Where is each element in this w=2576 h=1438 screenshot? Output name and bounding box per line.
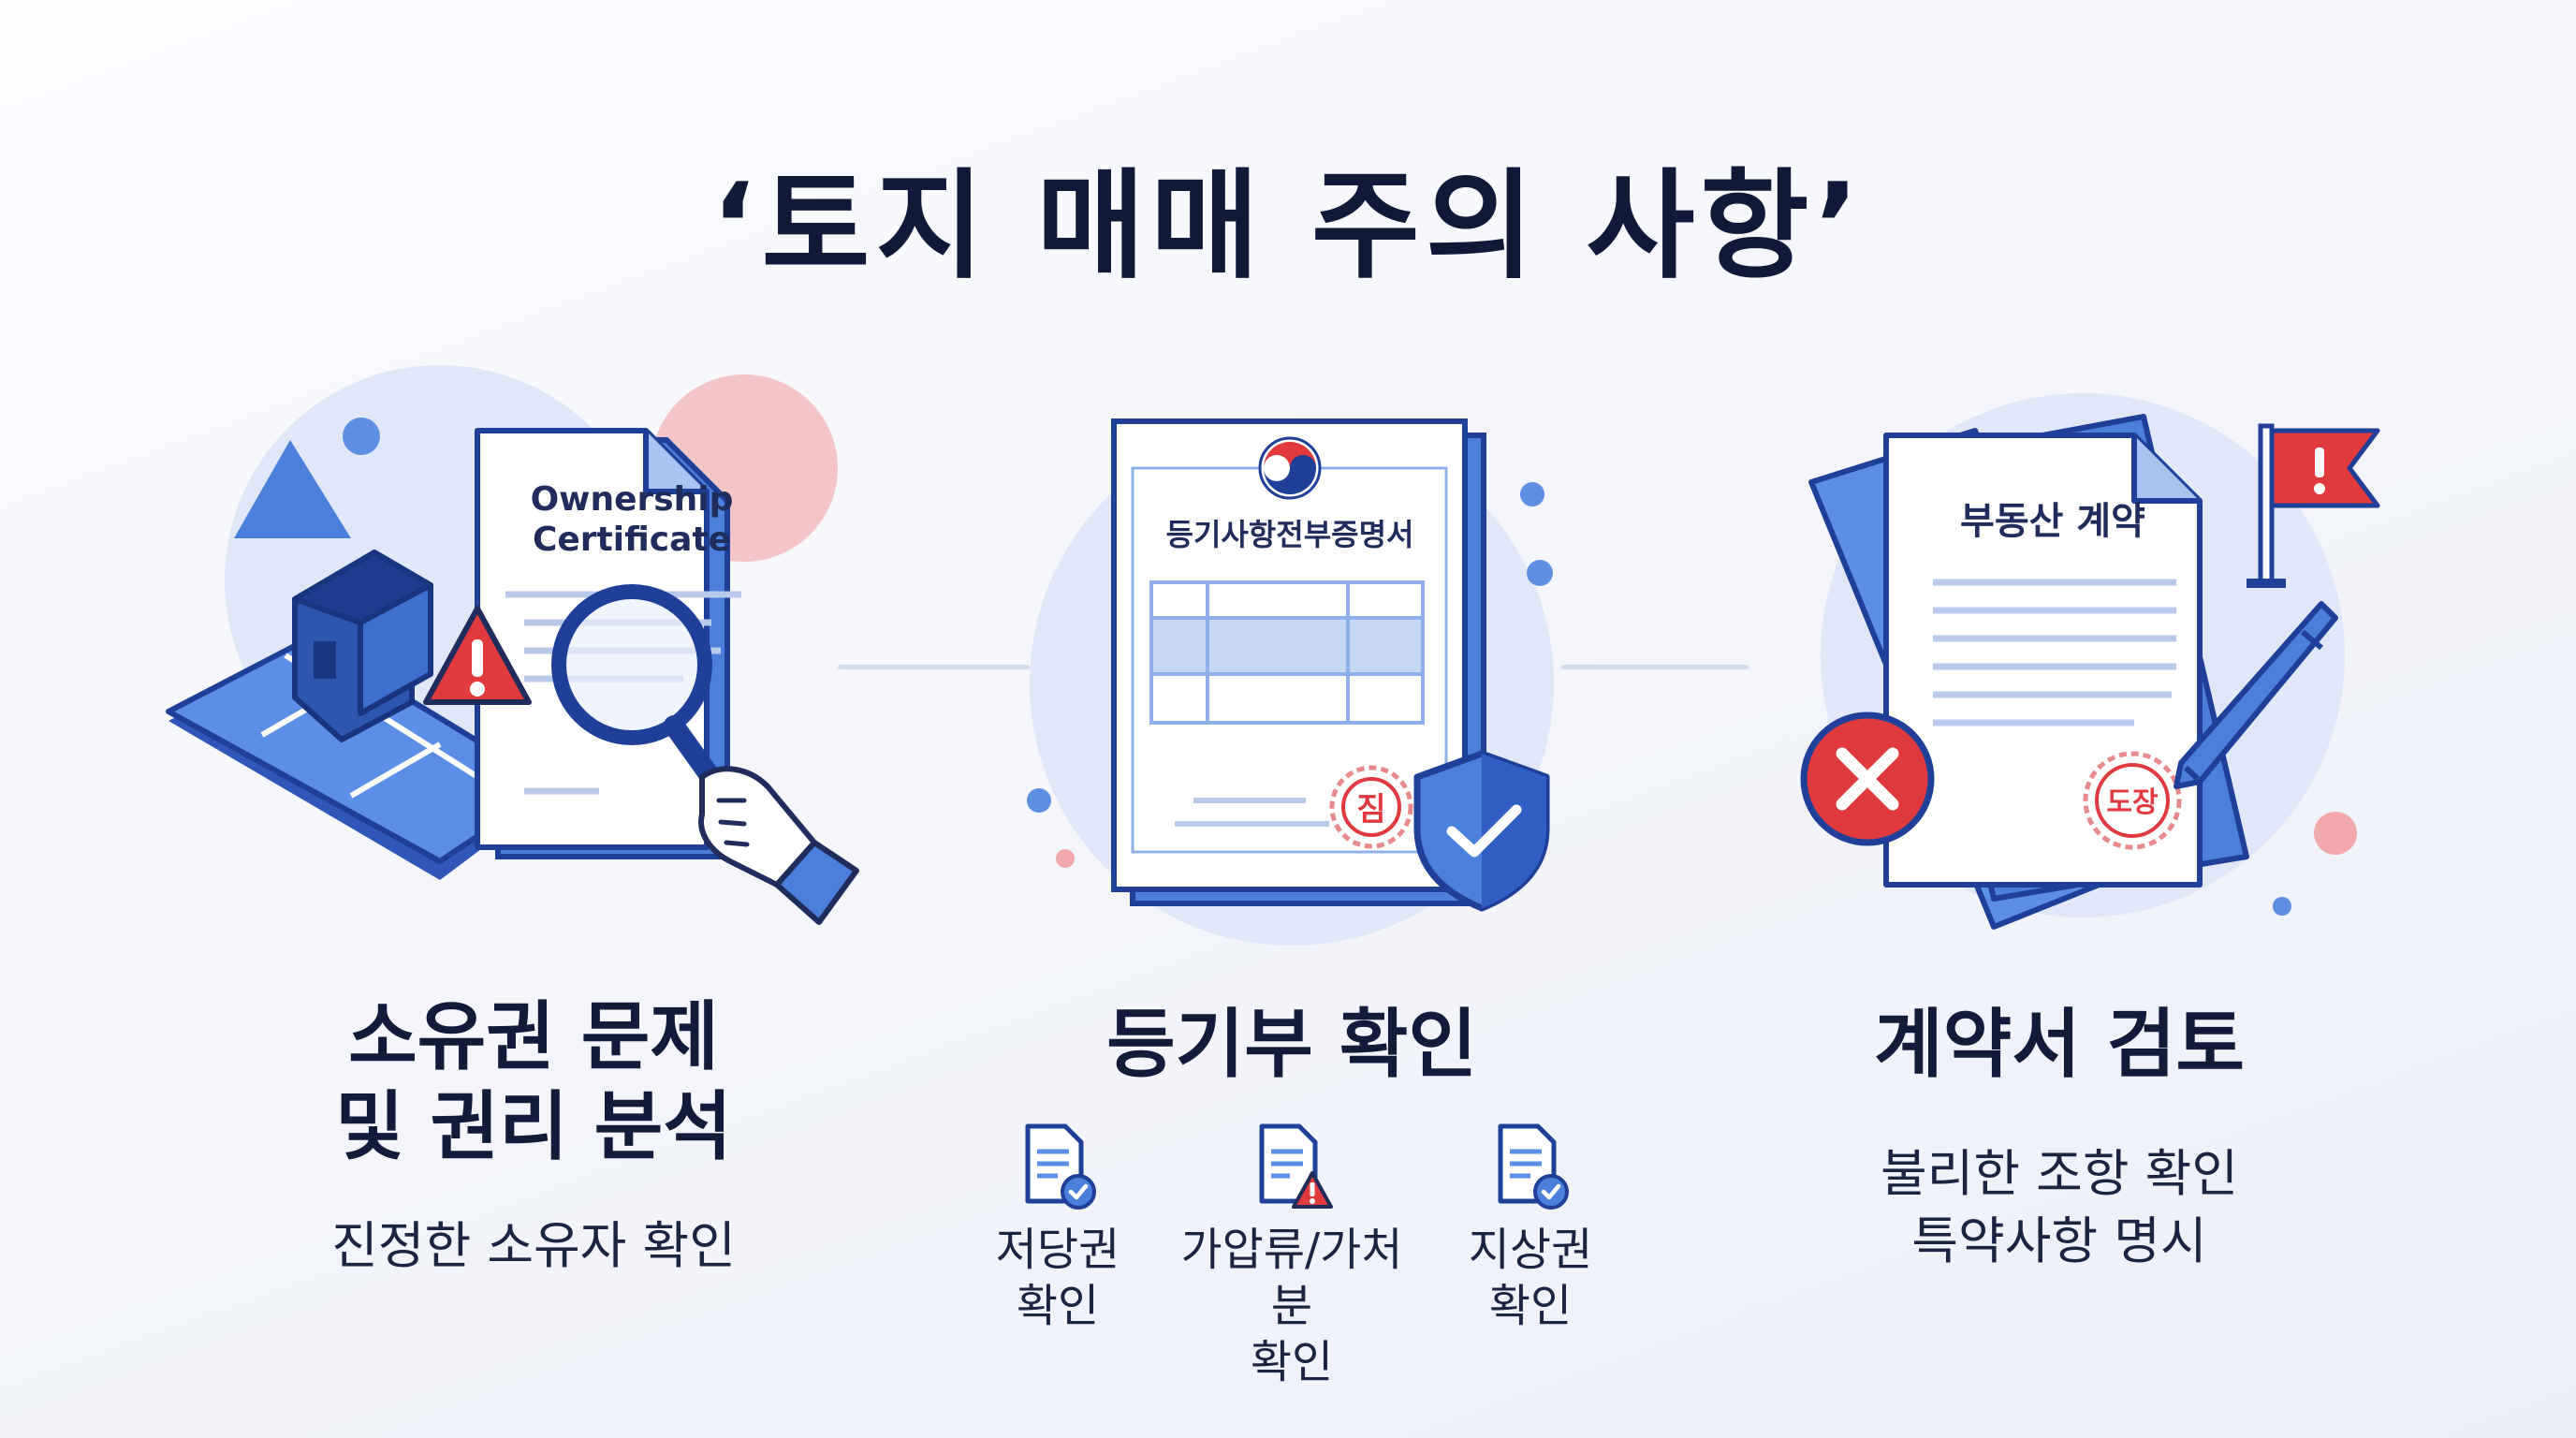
certificate-title-line-2: Certificate [533, 521, 731, 559]
section-3-heading: 계약서 검토 [1778, 1000, 2340, 1090]
section-1-description-line-1: 진정한 소유자 확인 [331, 1216, 736, 1275]
decorative-dot [2314, 812, 2357, 855]
section-3-heading-line-1: 계약서 검토 [1874, 1001, 2245, 1088]
ownership-illustration: Ownership Certificate [159, 365, 871, 992]
section-3-description: 불리한 조항 확인 특약사항 명시 [1778, 1140, 2340, 1275]
section-3-description-line-2: 특약사항 명시 [1911, 1211, 2207, 1270]
document-check-icon [1025, 1123, 1096, 1210]
warning-triangle-icon [423, 606, 532, 705]
section-3-description-line-1: 불리한 조항 확인 [1880, 1144, 2239, 1203]
contract-document: 부동산 계약 도장 [1883, 433, 2203, 888]
checklist-label-line: 확인 [1488, 1280, 1573, 1332]
section-1-description: 진정한 소유자 확인 [262, 1212, 805, 1280]
contract-seal-icon: 도장 [2083, 751, 2182, 850]
decorative-dot [2273, 897, 2291, 916]
pen-icon [2174, 601, 2338, 789]
contract-seal-text: 도장 [2106, 786, 2159, 819]
checklist-label-mortgage: 저당권 확인 [927, 1222, 1189, 1334]
decorative-triangle-icon [234, 440, 351, 538]
connector-line-right [1561, 665, 1749, 669]
registry-table [1149, 580, 1425, 725]
decorative-dot [1520, 482, 1544, 506]
section-1-heading: 소유권 문제 및 권리 분석 [262, 992, 805, 1172]
taegeuk-emblem-icon [1258, 436, 1322, 500]
contract-illustration: 부동산 계약 도장 [1760, 374, 2471, 992]
section-2-heading: 등기부 확인 [1011, 1000, 1573, 1090]
checklist-label-line: 지상권 [1468, 1224, 1593, 1276]
decorative-dot [1056, 849, 1075, 868]
section-2-heading-line-1: 등기부 확인 [1106, 1001, 1477, 1088]
checklist-item-seizure: 가압류/가처분 확인 [1161, 1119, 1423, 1390]
decorative-dot [343, 418, 380, 455]
contract-document-title: 부동산 계약 [1960, 500, 2145, 543]
checklist-item-superficies: 지상권 확인 [1399, 1119, 1661, 1334]
document-warning-icon [1259, 1123, 1333, 1209]
x-circle-icon [1800, 712, 1935, 846]
checklist-label-line: 확인 [1250, 1336, 1334, 1388]
checklist-label-line: 저당권 [995, 1224, 1120, 1276]
document-check-icon [1498, 1123, 1569, 1210]
hand-icon [698, 766, 859, 925]
shield-check-icon [1413, 750, 1550, 912]
certificate-title-line-1: Ownership [531, 480, 734, 519]
official-seal-icon: 짐 [1329, 765, 1413, 849]
registry-illustration: 등기사항전부증명서 짐 [936, 374, 1647, 992]
checklist-label-line: 가압류/가처분 [1180, 1224, 1403, 1332]
checklist-label-line: 확인 [1016, 1280, 1100, 1332]
checklist-label-superficies: 지상권 확인 [1399, 1222, 1661, 1334]
registry-certificate-document: 등기사항전부증명서 짐 [1111, 418, 1468, 892]
section-1-heading-line-2: 및 권리 분석 [335, 1083, 732, 1170]
decorative-dot [1527, 560, 1553, 586]
registry-seal-text: 짐 [1356, 791, 1385, 829]
decorative-dot [1027, 788, 1051, 813]
section-1-heading-line-1: 소유권 문제 [348, 993, 719, 1080]
checklist-item-mortgage: 저당권 확인 [927, 1119, 1189, 1334]
connector-line-left [838, 665, 1030, 669]
registry-document-title: 등기사항전부증명서 [1166, 517, 1414, 552]
house-icon [292, 550, 433, 742]
red-flag-icon [2247, 423, 2380, 588]
page-title: ‘토지 매매 주의 사항’ [710, 157, 1866, 295]
checklist-label-seizure: 가압류/가처분 확인 [1161, 1222, 1423, 1390]
